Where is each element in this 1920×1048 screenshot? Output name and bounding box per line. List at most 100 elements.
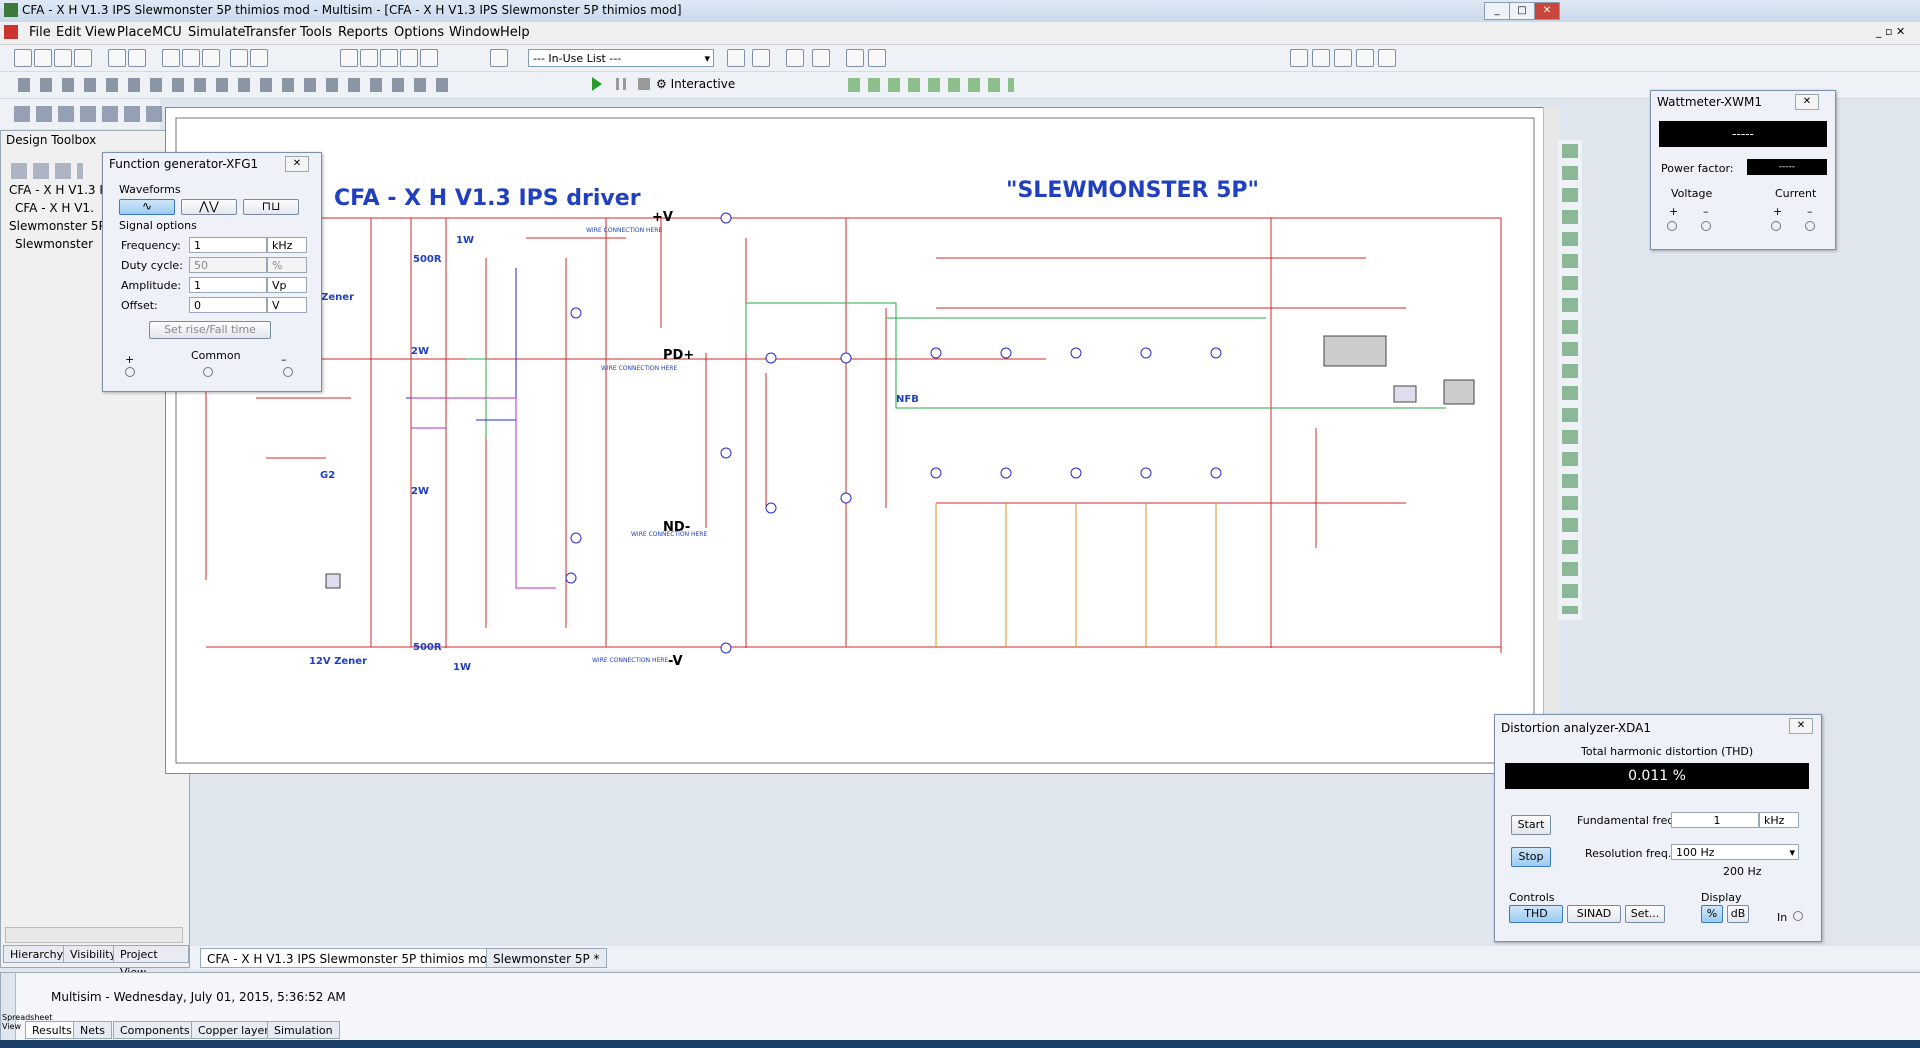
interactive-mode[interactable]: ⚙ Interactive bbox=[656, 77, 736, 91]
fg-minus-terminal[interactable] bbox=[283, 367, 293, 377]
component-icons[interactable] bbox=[18, 78, 458, 92]
wm-terminal-3[interactable] bbox=[1771, 221, 1781, 231]
tree-item-project[interactable]: Slewmonster 5P bbox=[9, 219, 106, 233]
percent-button[interactable]: % bbox=[1701, 905, 1723, 923]
mdi-window-controls[interactable]: _ ▫ ✕ bbox=[1876, 25, 1906, 38]
menu-window[interactable]: Window bbox=[449, 25, 501, 40]
zoom-area-icon[interactable] bbox=[1334, 49, 1352, 67]
instrument-toolbar-icons[interactable] bbox=[1562, 144, 1578, 614]
save-icon[interactable] bbox=[54, 49, 72, 67]
tab-simulation[interactable]: Simulation bbox=[267, 1021, 340, 1039]
open-icon[interactable] bbox=[34, 49, 52, 67]
print-preview-icon[interactable] bbox=[128, 49, 146, 67]
redo-icon[interactable] bbox=[250, 49, 268, 67]
amplitude-unit[interactable]: Vp bbox=[267, 277, 307, 293]
paste-icon[interactable] bbox=[202, 49, 220, 67]
tree-item-root[interactable]: CFA - X H V1.3 IPS bbox=[9, 183, 118, 197]
fundamental-freq-input[interactable]: 1 bbox=[1671, 812, 1759, 828]
start-button[interactable]: Start bbox=[1511, 815, 1551, 835]
zoom-in-icon[interactable] bbox=[1290, 49, 1308, 67]
fundamental-freq-unit[interactable]: kHz bbox=[1759, 812, 1799, 828]
menu-view[interactable]: View bbox=[85, 25, 116, 40]
set-rise-fall-button[interactable]: Set rise/Fall time bbox=[149, 321, 271, 339]
toolbar-icon-10[interactable] bbox=[812, 49, 830, 67]
fg-plus-terminal[interactable] bbox=[125, 367, 135, 377]
toolbar-icon-9[interactable] bbox=[786, 49, 804, 67]
copy-icon[interactable] bbox=[182, 49, 200, 67]
instrument-icons[interactable] bbox=[14, 106, 164, 122]
menu-transfer[interactable]: Transfer bbox=[244, 25, 297, 40]
offset-input[interactable]: 0 bbox=[189, 297, 267, 313]
menu-file[interactable]: File bbox=[29, 25, 51, 40]
stop-icon[interactable] bbox=[638, 78, 650, 90]
pause-icon[interactable] bbox=[616, 78, 626, 90]
wm-terminal-2[interactable] bbox=[1701, 221, 1711, 231]
frequency-unit[interactable]: kHz bbox=[267, 237, 307, 253]
find-icon[interactable] bbox=[846, 49, 864, 67]
zoom-fit-icon[interactable] bbox=[1378, 49, 1396, 67]
sinad-button[interactable]: SINAD bbox=[1567, 905, 1621, 923]
fg-common-terminal[interactable] bbox=[203, 367, 213, 377]
offset-unit[interactable]: V bbox=[267, 297, 307, 313]
save-all-icon[interactable] bbox=[74, 49, 92, 67]
menu-edit[interactable]: Edit bbox=[56, 25, 82, 40]
wm-terminal-4[interactable] bbox=[1805, 221, 1815, 231]
menu-mcu[interactable]: MCU bbox=[152, 25, 182, 40]
zoom-sheet-icon[interactable] bbox=[1356, 49, 1374, 67]
triangle-wave-button[interactable]: ⋀⋁ bbox=[181, 199, 237, 215]
menu-simulate[interactable]: Simulate bbox=[188, 25, 246, 40]
menu-place[interactable]: Place bbox=[117, 25, 152, 40]
toolbar-icon-7[interactable] bbox=[727, 49, 745, 67]
minimize-button[interactable]: _ bbox=[1484, 2, 1510, 20]
toolbar-icon-8[interactable] bbox=[752, 49, 770, 67]
schematic-canvas[interactable]: CFA - X H V1.3 IPS driver "SLEWMONSTER 5… bbox=[165, 107, 1545, 774]
set-button[interactable]: Set... bbox=[1625, 905, 1665, 923]
maximize-button[interactable]: □ bbox=[1509, 2, 1535, 20]
toolbar-icon-6[interactable] bbox=[490, 49, 508, 67]
toolbar-icon-1[interactable] bbox=[340, 49, 358, 67]
distortion-close-icon[interactable]: ✕ bbox=[1789, 718, 1813, 734]
close-button[interactable]: ✕ bbox=[1534, 2, 1560, 20]
toolbar-icon-5[interactable] bbox=[420, 49, 438, 67]
new-icon[interactable] bbox=[14, 49, 32, 67]
function-generator-close-icon[interactable]: ✕ bbox=[285, 156, 309, 172]
toolbox-scrollbar[interactable] bbox=[5, 927, 183, 943]
tab-copper-layers[interactable]: Copper layers bbox=[191, 1021, 282, 1039]
duty-cycle-input[interactable]: 50 bbox=[189, 257, 267, 273]
probe-icons[interactable] bbox=[848, 78, 1014, 92]
wm-terminal-1[interactable] bbox=[1667, 221, 1677, 231]
tree-item-sub[interactable]: Slewmonster bbox=[15, 237, 94, 251]
print-icon[interactable] bbox=[108, 49, 126, 67]
amplitude-input[interactable]: 1 bbox=[189, 277, 267, 293]
toolbox-icons[interactable] bbox=[11, 163, 83, 179]
tab-nets[interactable]: Nets bbox=[73, 1021, 113, 1039]
toolbar-icon-3[interactable] bbox=[380, 49, 398, 67]
tree-item-doc[interactable]: CFA - X H V1. bbox=[15, 201, 94, 215]
square-wave-button[interactable]: ⊓⊔ bbox=[243, 199, 299, 215]
resolution-freq-select[interactable]: 100 Hz▾ bbox=[1671, 844, 1799, 860]
tab-project-view[interactable]: Project View bbox=[113, 945, 189, 979]
spreadsheet-side-bar[interactable]: Spreadsheet View bbox=[1, 973, 52, 1041]
tab-components[interactable]: Components bbox=[113, 1021, 197, 1039]
menu-tools[interactable]: Tools bbox=[300, 25, 333, 40]
help-icon[interactable] bbox=[868, 49, 886, 67]
tab-slewmonster[interactable]: Slewmonster 5P * bbox=[486, 948, 607, 968]
cut-icon[interactable] bbox=[162, 49, 180, 67]
stop-button[interactable]: Stop bbox=[1511, 847, 1551, 867]
sine-wave-button[interactable]: ∿ bbox=[119, 199, 175, 215]
menu-reports[interactable]: Reports bbox=[338, 25, 388, 40]
db-button[interactable]: dB bbox=[1727, 905, 1749, 923]
frequency-input[interactable]: 1 bbox=[189, 237, 267, 253]
run-icon[interactable] bbox=[592, 77, 602, 91]
tab-visibility[interactable]: Visibility bbox=[63, 945, 124, 963]
tab-cfa-document[interactable]: CFA - X H V1.3 IPS Slewmonster 5P thimio… bbox=[200, 948, 502, 968]
toolbar-icon-2[interactable] bbox=[360, 49, 378, 67]
tab-hierarchy[interactable]: Hierarchy bbox=[3, 945, 71, 963]
input-terminal[interactable] bbox=[1793, 911, 1803, 921]
menu-help[interactable]: Help bbox=[500, 25, 530, 40]
tab-results[interactable]: Results bbox=[25, 1021, 79, 1039]
zoom-out-icon[interactable] bbox=[1312, 49, 1330, 67]
toolbar-icon-4[interactable] bbox=[400, 49, 418, 67]
undo-icon[interactable] bbox=[230, 49, 248, 67]
in-use-list-combo[interactable]: --- In-Use List ---▾ bbox=[528, 49, 714, 67]
